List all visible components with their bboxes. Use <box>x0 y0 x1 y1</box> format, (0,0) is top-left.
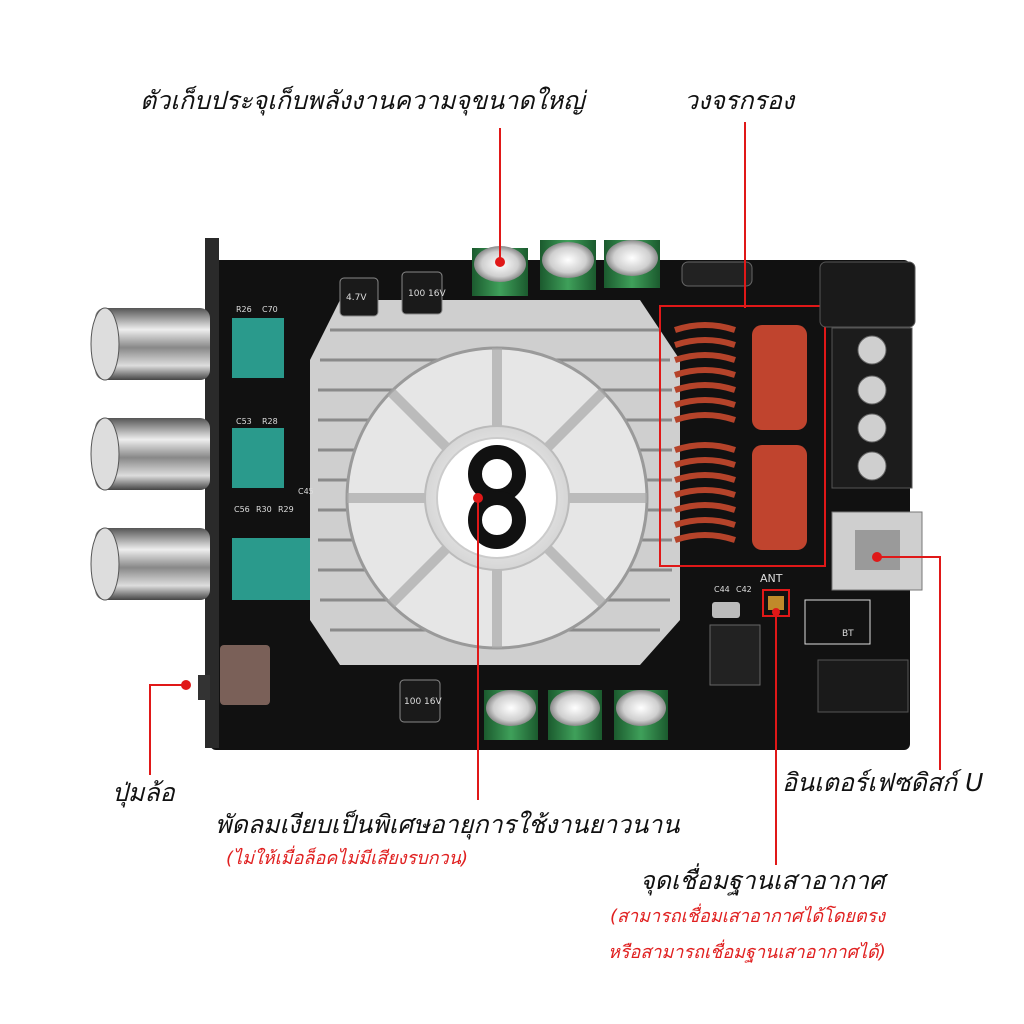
wheel-button <box>198 675 210 700</box>
speaker-terminal-block <box>831 327 913 489</box>
silk-r29: R29 <box>278 505 294 514</box>
silk-c56: C56 <box>234 505 250 514</box>
silk-c45: C45 <box>298 487 314 496</box>
volume-knob <box>90 307 210 381</box>
wheel-knob-label: ปุ่มล้อ <box>112 778 175 807</box>
capacitor-bottom-2 <box>548 690 602 740</box>
fan-label: พัดลมเงียบเป็นพิเศษอายุการใช้งานยาวนาน <box>215 810 680 839</box>
filter-label: วงจรกรอง <box>684 86 795 115</box>
antenna-label: จุดเชื่อมฐานเสาอากาศ <box>640 866 885 895</box>
capacitor-callout-dot <box>495 257 505 267</box>
cap-small-1-label: 4.7V <box>346 293 367 303</box>
usb-callout-dot <box>872 552 882 562</box>
silk-ant: ANT <box>760 572 783 585</box>
cap-small-2-label: 100 16V <box>408 289 446 299</box>
silk-c42: C42 <box>736 585 752 594</box>
usb-label: อินเตอร์เฟซดิสก์ U <box>782 768 984 797</box>
capacitor-small-2: 100 16V <box>401 271 446 315</box>
fan-callout-dot <box>473 493 483 503</box>
capacitor-small-3: 100 16V <box>399 679 442 723</box>
capacitor-bottom-1 <box>484 690 538 740</box>
capacitor-small-1: 4.7V <box>339 277 379 317</box>
antenna-note-line-2: หรือสามารถเชื่อมฐานเสาอากาศได้) <box>608 942 886 963</box>
antenna-callout-dot <box>772 608 780 616</box>
antenna-note-line-1: (สามารถเชื่อมเสาอากาศได้โดยตรง <box>610 906 886 927</box>
knob-callout-line <box>149 684 186 775</box>
diode <box>681 261 753 287</box>
cap-small-3-label: 100 16V <box>404 697 442 707</box>
bass-knob <box>90 527 210 601</box>
capacitor-label: ตัวเก็บประจุเก็บพลังงานความจุขนาดใหญ่ <box>140 86 585 115</box>
silk-c53: C53 <box>236 417 252 426</box>
antenna-pad <box>768 596 784 610</box>
silk-r30: R30 <box>256 505 272 514</box>
power-switch <box>220 645 270 705</box>
crystal <box>712 602 740 618</box>
capacitor-top-2 <box>540 240 596 290</box>
silk-c44: C44 <box>714 585 730 594</box>
power-jack <box>819 261 916 328</box>
knob-callout-dot <box>181 680 191 690</box>
fan-note: (ไม่ให้เมื่อล็อคไม่มีเสียงรบกวน) <box>226 848 468 869</box>
silk-r28: R28 <box>262 417 278 426</box>
filter-highlight-box <box>659 305 826 567</box>
bt-antenna-trace <box>804 599 871 645</box>
silk-r26: R26 <box>236 305 252 314</box>
silk-bt: BT <box>842 629 854 639</box>
infinity-logo-icon <box>468 445 526 549</box>
capacitor-top-3 <box>604 240 660 288</box>
potentiometer-3 <box>232 538 312 600</box>
silk-c70: C70 <box>262 305 278 314</box>
usb-port-slot <box>855 530 900 570</box>
cooling-fan <box>345 346 649 650</box>
filter-section <box>674 322 807 550</box>
potentiometer-1 <box>232 318 284 378</box>
bt-chip <box>709 624 761 686</box>
treble-knob <box>90 417 210 491</box>
usb-callout-line <box>877 556 941 770</box>
aux-jack <box>817 659 909 713</box>
potentiometer-2 <box>232 428 284 488</box>
capacitor-bottom-3 <box>614 690 668 740</box>
